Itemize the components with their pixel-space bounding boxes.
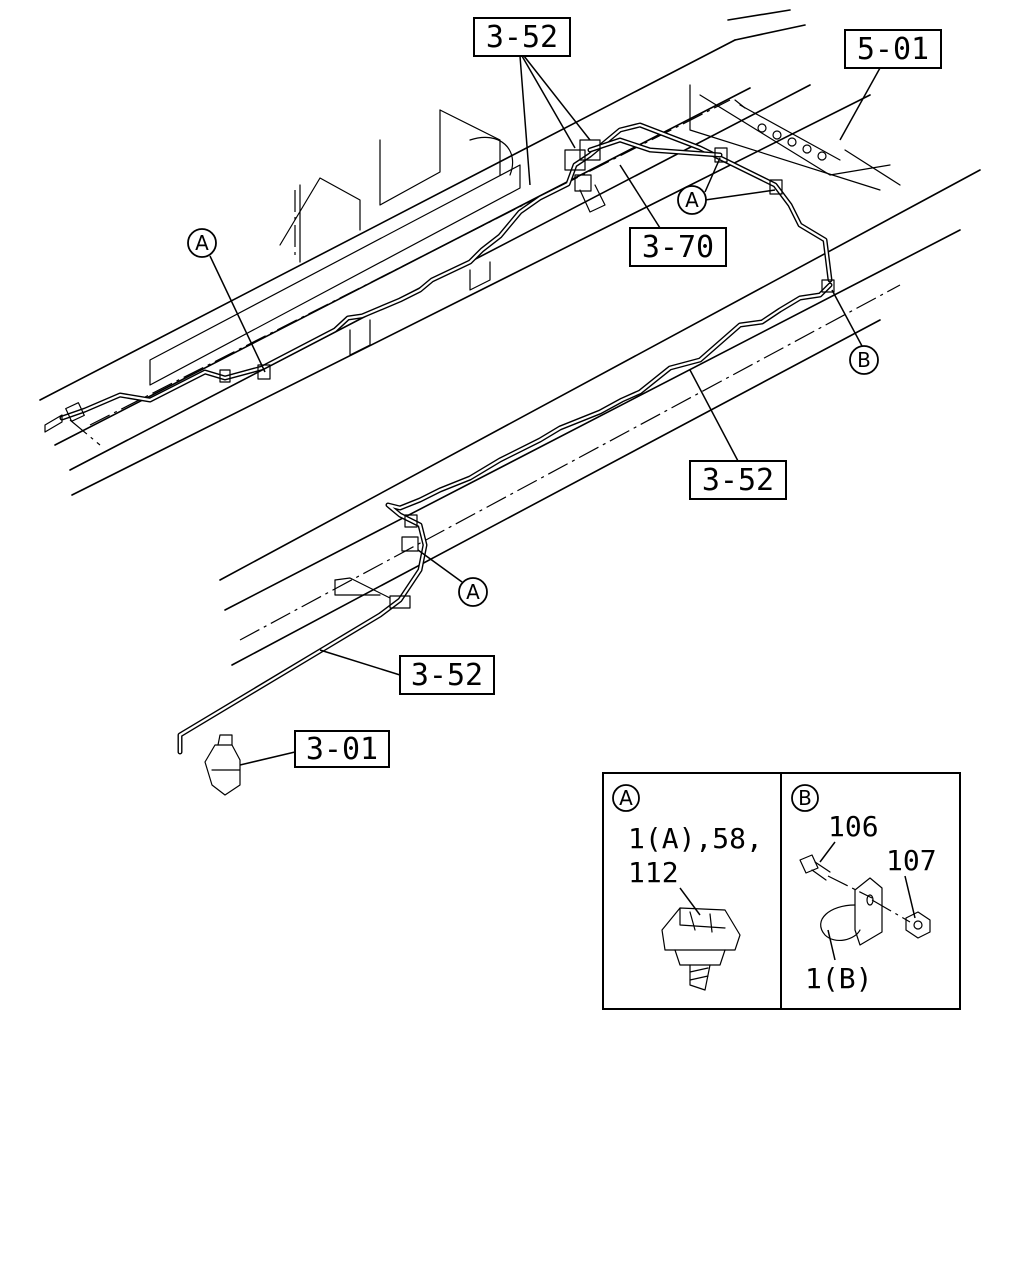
plastic-clip-drawing — [661, 907, 741, 991]
detail-b-key: B — [798, 786, 812, 810]
wheel-cylinder — [204, 734, 241, 796]
callout-a-lower: A — [417, 549, 488, 607]
svg-text:A: A — [195, 231, 209, 255]
ref-3-52-mid-group: 3-52 — [689, 369, 787, 500]
detail-a-key: A — [619, 786, 633, 810]
detail-b: B 106 107 1(B) — [791, 784, 937, 995]
ref-3-01: 3-01 — [306, 732, 378, 767]
frame-rails — [39, 9, 981, 666]
detail-b-clamp-number: 1(B) — [805, 962, 872, 995]
ref-3-01-group: 3-01 — [239, 730, 390, 768]
callout-a-left: A — [187, 228, 266, 373]
ref-3-52-low: 3-52 — [411, 658, 483, 693]
detail-b-nut-number: 107 — [886, 844, 937, 877]
svg-text:A: A — [466, 580, 480, 604]
ref-5-01-group: 5-01 — [839, 29, 942, 141]
ref-3-52-low-group: 3-52 — [319, 649, 495, 695]
ref-3-70-group: 3-70 — [619, 164, 727, 267]
detail-a: A 1(A),58, 112 — [612, 784, 763, 991]
ref-3-52-top-group: 3-52 — [473, 17, 591, 186]
lower-brake-pipe — [177, 282, 833, 755]
upper-brake-pipe — [44, 122, 833, 446]
detail-a-part-line-2: 112 — [628, 856, 679, 889]
ref-3-70: 3-70 — [642, 230, 714, 265]
nut-drawing — [871, 899, 931, 939]
detail-b-bolt-number: 106 — [828, 810, 879, 843]
svg-text:A: A — [685, 188, 699, 212]
bolt-drawing — [799, 854, 873, 899]
callout-b: B — [831, 289, 879, 375]
ref-3-52-mid: 3-52 — [702, 463, 774, 498]
ref-3-52-top: 3-52 — [486, 20, 558, 55]
svg-text:B: B — [857, 348, 871, 372]
tank-body — [149, 109, 521, 386]
detail-panel: A 1(A),58, 112 B 106 107 1(B) — [602, 772, 961, 1010]
detail-a-part-line-1: 1(A),58, — [628, 822, 763, 855]
ref-5-01: 5-01 — [857, 32, 929, 67]
callout-a-rear: A — [677, 157, 776, 215]
